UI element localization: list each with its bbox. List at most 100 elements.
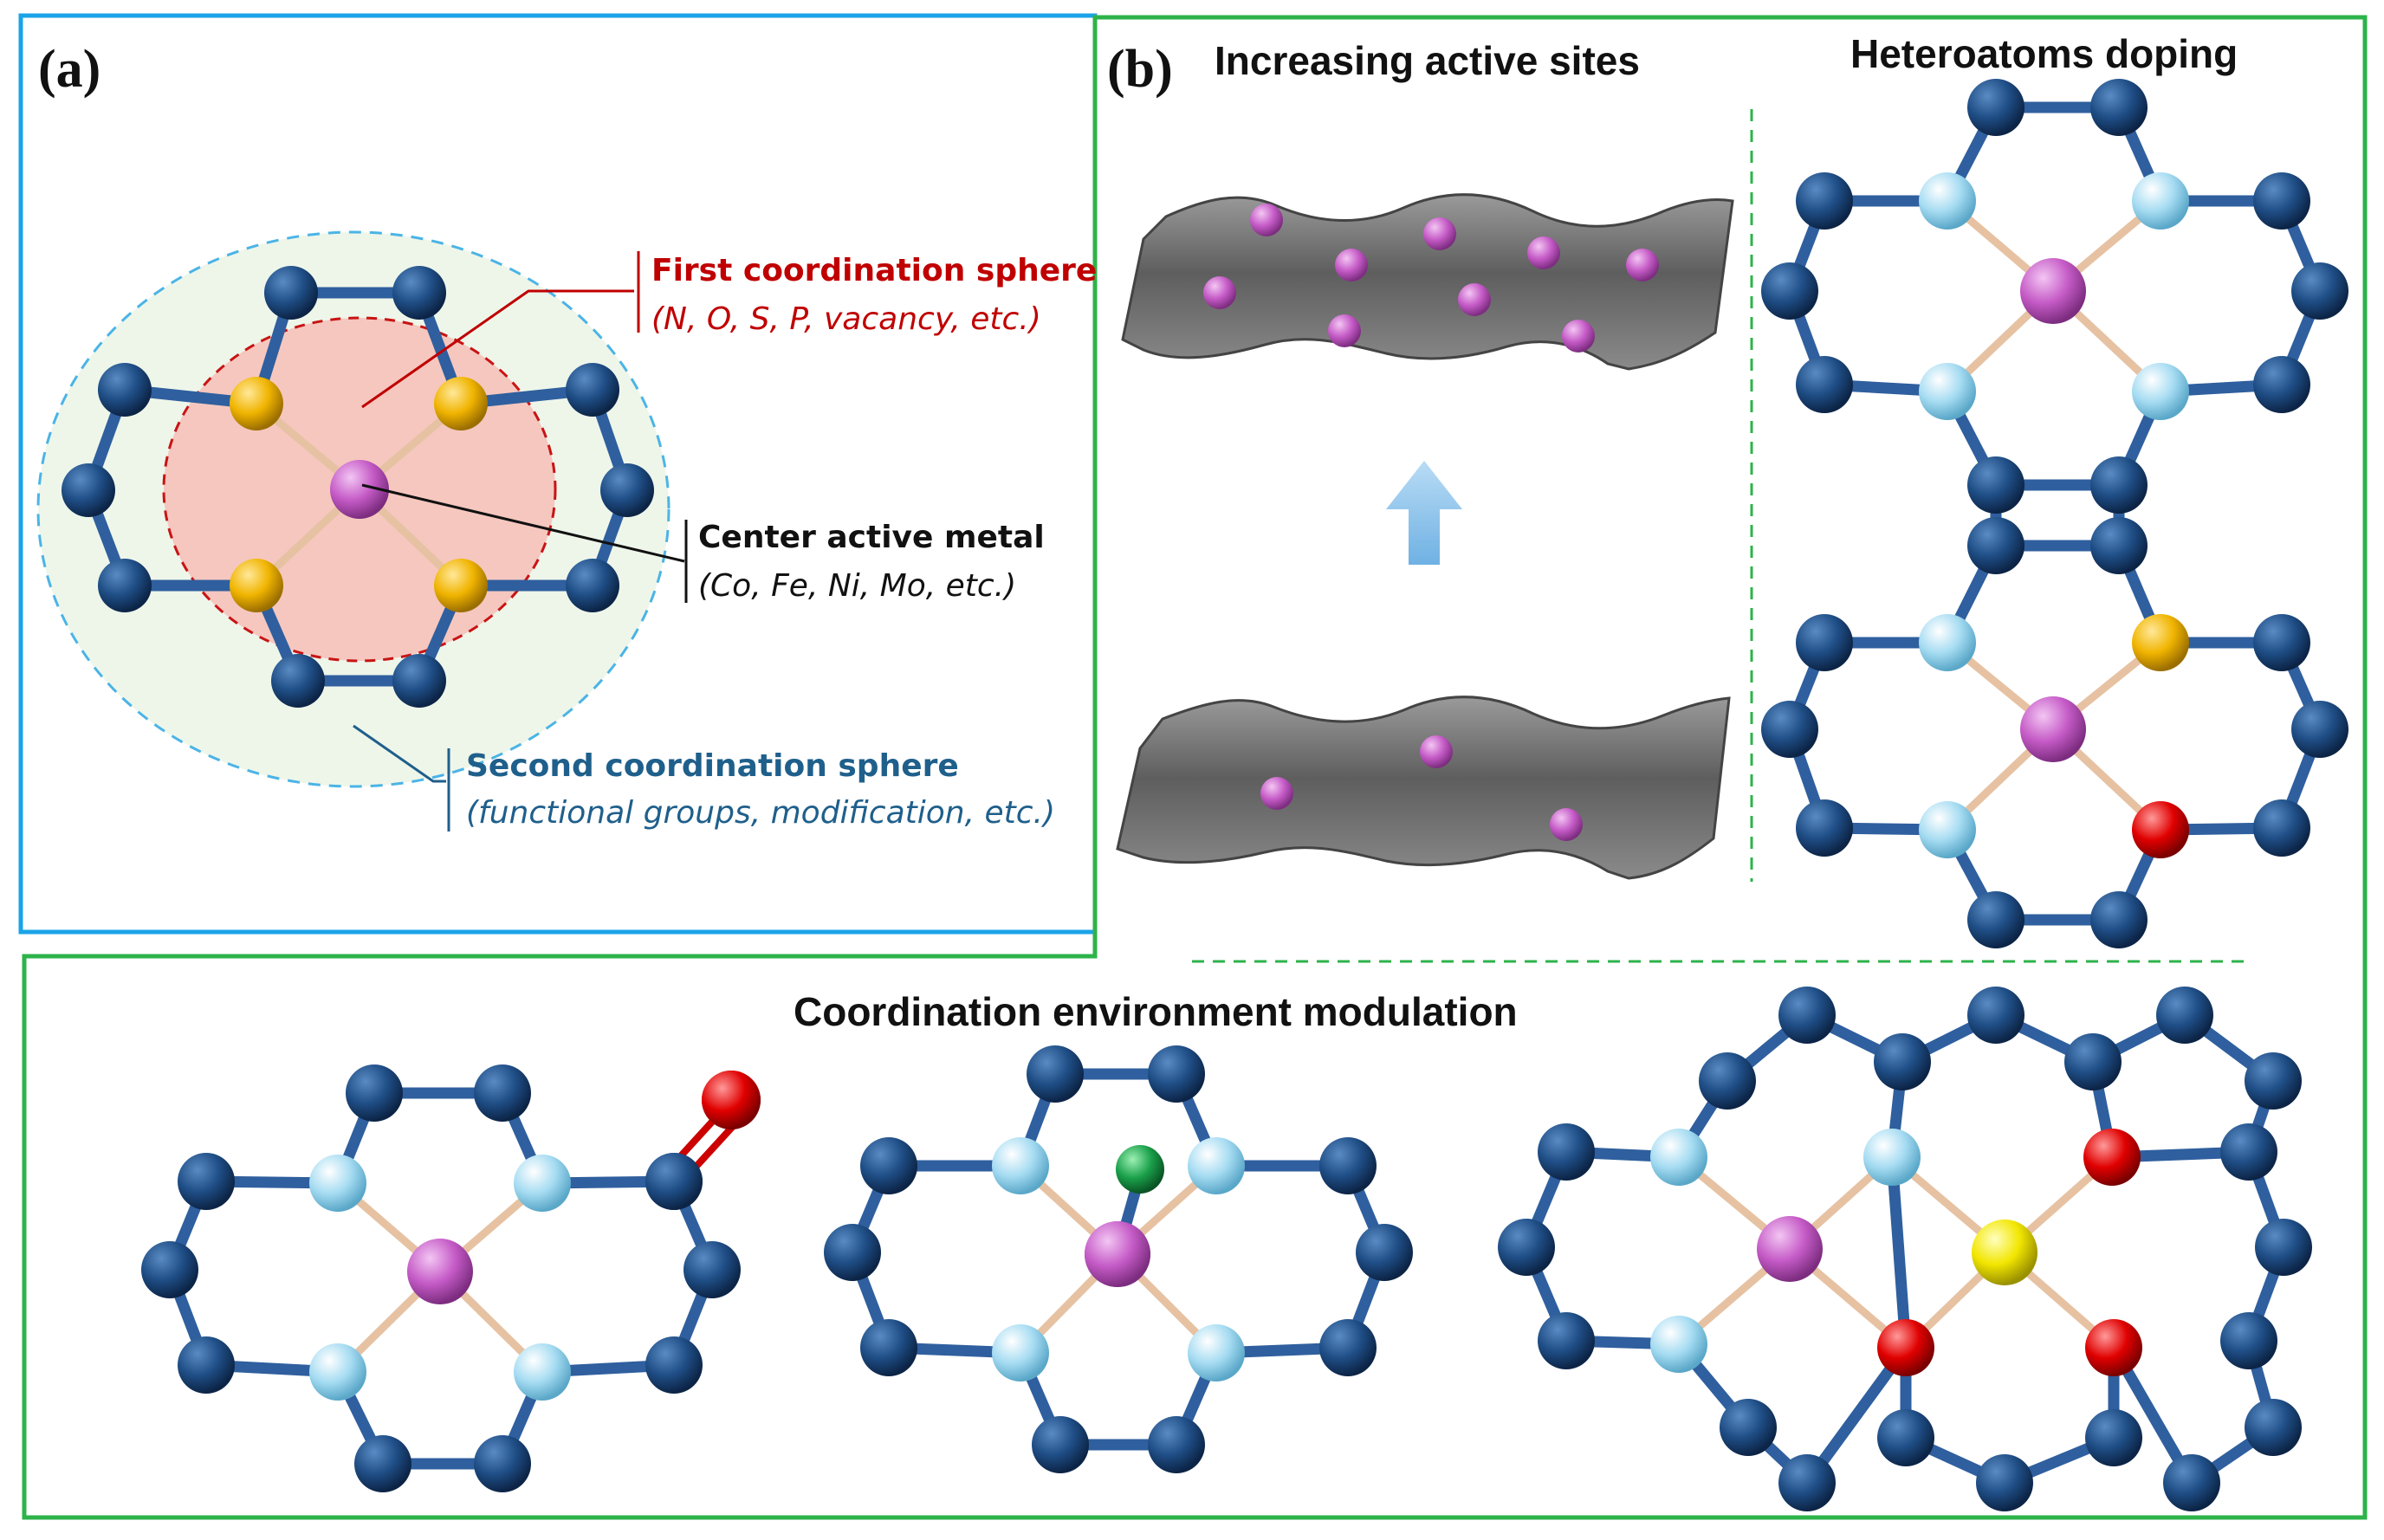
center-metal-examples: (Co, Fe, Ni, Mo, etc.) <box>698 568 1016 604</box>
nitrogen-atom <box>2132 172 2189 230</box>
carbon-atom <box>824 1224 881 1281</box>
carbon-atom <box>2085 1409 2142 1466</box>
nitrogen-atom <box>1188 1324 1245 1381</box>
carbon-atom <box>2090 517 2148 574</box>
carbon-atom <box>1027 1045 1084 1103</box>
sheet-bottom <box>1116 696 1731 880</box>
carbon-atom <box>1356 1224 1413 1281</box>
sheet-metal-atoms <box>1203 204 1659 841</box>
carbon-atom <box>1967 891 2024 948</box>
nitrogen-atom <box>514 1155 571 1212</box>
sheet-metal-dot <box>1562 320 1595 353</box>
center-metal-leader <box>361 483 685 563</box>
second-sphere-title: Second coordination sphere <box>466 748 959 784</box>
carbon-atom <box>1032 1416 1089 1473</box>
carbon-atom <box>1538 1312 1595 1369</box>
oxygen-atom <box>1877 1319 1934 1376</box>
carbon-atom <box>1148 1416 1205 1473</box>
carbon-atom <box>645 1336 703 1394</box>
carbon-atom <box>2253 799 2310 857</box>
carbon-atom <box>98 559 152 612</box>
carbon-atom <box>141 1241 198 1298</box>
carbon-atom <box>474 1064 531 1122</box>
carbon-atom <box>392 266 446 320</box>
nitrogen-atom <box>1919 614 1976 671</box>
metal-atom <box>2020 696 2086 762</box>
carbon-atom <box>1967 79 2024 136</box>
carbon-atom <box>566 559 619 612</box>
carbon-atom <box>98 363 152 417</box>
first-sphere-examples: (N, O, S, P, vacancy, etc.) <box>651 301 1041 337</box>
coordination-modulation-title: Coordination environment modulation <box>794 989 1518 1034</box>
sheet-metal-dot <box>1550 808 1583 841</box>
molecule-heteroatoms <box>1761 79 2348 948</box>
nitrogen-atom <box>1188 1137 1245 1194</box>
carbon-atom <box>860 1137 917 1194</box>
carbon-atom <box>2220 1123 2277 1181</box>
heteroatom <box>434 559 488 612</box>
sheet-metal-dot <box>1328 314 1361 347</box>
first-sphere-title: First coordination sphere <box>651 253 1097 288</box>
metal-atom <box>2020 258 2086 324</box>
oxygen-atom <box>702 1071 761 1129</box>
metal-atom <box>330 460 389 519</box>
sheet-metal-dot <box>1527 236 1560 269</box>
carbon-atom <box>645 1153 703 1210</box>
carbon-atom <box>2253 172 2310 230</box>
increase-arrow <box>1386 461 1462 565</box>
heteroatom <box>434 377 488 430</box>
carbon-atom <box>2163 1454 2220 1511</box>
carbon-atom <box>1796 614 1853 671</box>
heteroatom <box>2132 614 2189 671</box>
nitrogen-atom <box>1650 1316 1707 1373</box>
nitrogen-atom <box>514 1343 571 1401</box>
nitrogen-atom <box>309 1155 366 1212</box>
molecule-a <box>62 266 654 708</box>
carbon-atom <box>1319 1137 1377 1194</box>
carbon-atom <box>1967 987 2024 1044</box>
oxygen-atom <box>2132 801 2189 858</box>
carbon-atom <box>2090 891 2148 948</box>
heteroatoms-doping-title: Heteroatoms doping <box>1850 31 2238 76</box>
nitrogen-atom <box>1919 172 1976 230</box>
nitrogen-atom <box>1650 1129 1707 1186</box>
sheet-metal-dot <box>1458 283 1491 316</box>
carbon-atom <box>2090 456 2148 514</box>
carbon-atom <box>1148 1045 1205 1103</box>
carbon-atom <box>2156 987 2213 1044</box>
oxygen-atom <box>2083 1129 2141 1186</box>
sheet-metal-dot <box>1420 735 1453 768</box>
carbon-atom <box>1874 1033 1931 1090</box>
carbon-atom <box>1720 1399 1777 1456</box>
carbon-atom <box>1778 1454 1836 1511</box>
carbon-atom <box>1967 517 2024 574</box>
metal-atom <box>1085 1221 1150 1287</box>
nitrogen-atom <box>992 1137 1049 1194</box>
carbon-atom <box>1796 172 1853 230</box>
carbon-atom <box>2255 1219 2312 1276</box>
panel-b-letter: (b) <box>1107 40 1173 99</box>
carbon-atom <box>392 654 446 708</box>
carbon-atom <box>860 1319 917 1376</box>
heteroatom <box>230 377 283 430</box>
increasing-active-sites-title: Increasing active sites <box>1215 38 1640 83</box>
sheet-metal-dot <box>1260 777 1293 810</box>
carbon-atom <box>2245 1399 2302 1456</box>
carbon-atom <box>1319 1319 1377 1376</box>
carbon-atom <box>271 654 325 708</box>
carbon-atom <box>2253 356 2310 413</box>
metal-atom <box>407 1239 473 1304</box>
carbon-atom <box>2291 262 2348 320</box>
second-sphere-examples: (functional groups, modification, etc.) <box>466 795 1055 831</box>
carbon-atom <box>1796 799 1853 857</box>
carbon-atom <box>2220 1312 2277 1369</box>
molecule-axial-ligand <box>824 1045 1413 1473</box>
nitrogen-atom <box>992 1324 1049 1381</box>
nitrogen-atom <box>1919 363 1976 420</box>
carbon-atom <box>178 1336 235 1394</box>
carbon-atom <box>1498 1219 1555 1276</box>
sheet-metal-dot <box>1203 276 1236 309</box>
carbon-atom <box>1796 356 1853 413</box>
carbon-atom <box>346 1064 403 1122</box>
